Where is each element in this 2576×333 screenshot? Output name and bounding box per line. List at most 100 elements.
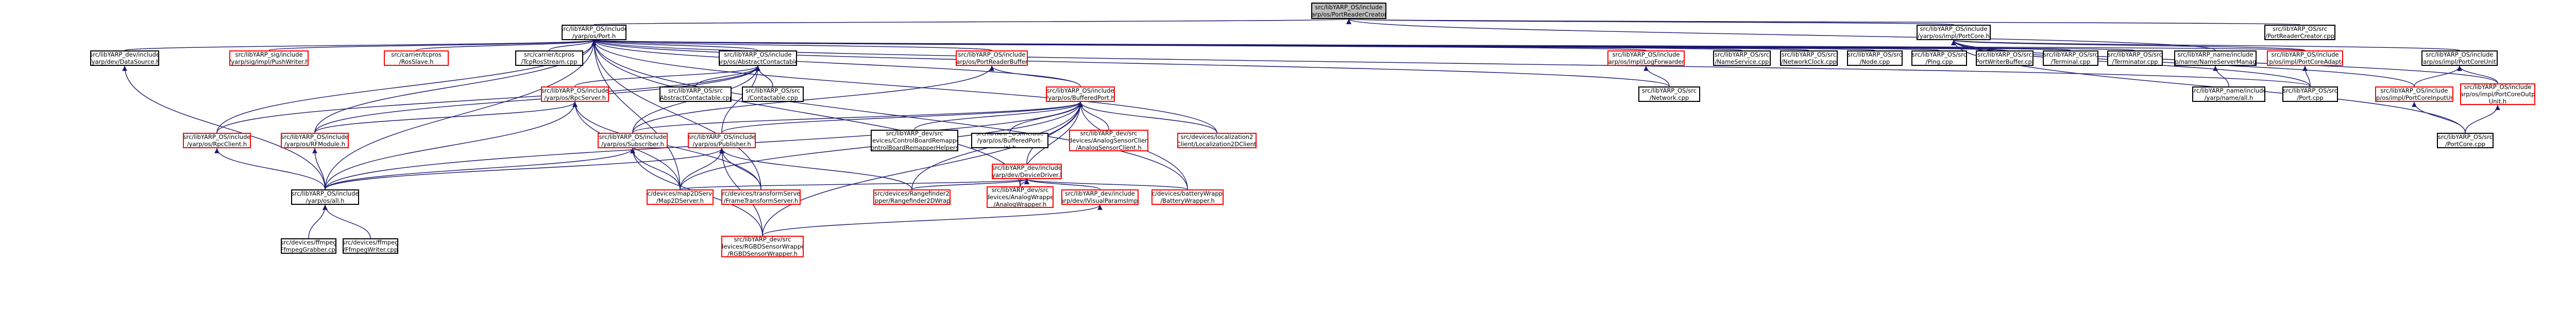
node-portcore-cpp[interactable]: src/libYARP_OS/src /PortCore.cpp xyxy=(2437,133,2494,148)
edge-rpcserver-h-rfmodule-h xyxy=(314,101,578,133)
node-portwriterbuffer-cpp[interactable]: src/libYARP_OS/src /PortWriterBuffer.cpp xyxy=(1976,50,2033,66)
edge-publisher-h-map2dserver-h xyxy=(680,148,724,190)
node-publisher-h[interactable]: src/libYARP_OS/include /yarp/os/Publishe… xyxy=(688,133,756,148)
node-bufferedport-h[interactable]: src/libYARP_OS/include /yarp/os/Buffered… xyxy=(1046,86,1115,102)
edge-portcoreunit-h-portcoreoutputunit-h xyxy=(2457,65,2498,84)
edge-bufferedport-h-subscriber-h xyxy=(632,101,1083,133)
edge-portcoreoutputunit-h-portcore-cpp xyxy=(2465,104,2500,133)
node-subscriber-h[interactable]: src/libYARP_OS/include /yarp/os/Subscrib… xyxy=(598,133,668,148)
node-port-h[interactable]: src/libYARP_OS/include /yarp/os/Port.h xyxy=(562,25,626,40)
edge-abstractcontactable-h-publisher-h xyxy=(721,65,760,133)
node-frametransformserver-h[interactable]: src/devices/transformServer /FrameTransf… xyxy=(721,189,801,205)
edge-bufferedport-h-localization2dclient-h xyxy=(1078,101,1217,133)
edge-subscriber-h-os-all-h xyxy=(325,148,635,190)
edge-port-h-localization2dclient-h xyxy=(591,40,1217,133)
node-portreadercreator-cpp[interactable]: src/libYARP_OS/src /PortReaderCreator.cp… xyxy=(2264,25,2335,40)
edge-port-h-batterywrapper-h xyxy=(591,40,1188,190)
node-rpcserver-h[interactable]: src/libYARP_OS/include /yarp/os/RpcServe… xyxy=(541,86,609,102)
edge-port-h-bufferedport-h xyxy=(591,40,1081,87)
node-portcore-h[interactable]: src/libYARP_OS/include /yarp/os/impl/Por… xyxy=(1917,25,1991,40)
edge-port-h-analogwrapper-h xyxy=(591,40,1021,187)
node-tcprosstream-cpp[interactable]: src/carrier/tcpros /TcpRosStream.cpp xyxy=(515,50,583,66)
edge-publisher-h-os-all-h xyxy=(325,148,724,190)
edge-ivisualparamsimpl-h-rgbdsensorwrapper-h xyxy=(762,204,1103,236)
edge-rpcclient-h-os-all-h xyxy=(214,148,326,190)
edge-subscriber-h-map2dserver-h xyxy=(630,148,681,190)
edge-port-h-abstractcontactable-h xyxy=(591,40,758,51)
node-nameservermanager-h[interactable]: src/libYARP_name/include /yarp/name/Name… xyxy=(2174,50,2257,66)
edge-portcoreinputunit-h-portcore-cpp xyxy=(2412,101,2466,133)
edge-portreaderbuffer-h-bufferedport-h xyxy=(989,65,1081,87)
node-localization2dclient-h[interactable]: src/devices/localization2 DClient/Locali… xyxy=(1177,133,1257,148)
node-rangefinder2dwrapper-h[interactable]: src/devices/Rangefinder2 DWrapper/Rangef… xyxy=(873,189,951,205)
node-batterywrapper-h[interactable]: src/devices/batteryWrapper /BatteryWrapp… xyxy=(1151,189,1224,205)
node-analogwrapper-h[interactable]: src/libYARP_dev/src /devices/AnalogWrapp… xyxy=(987,186,1054,208)
node-rpcclient-h[interactable]: src/libYARP_OS/include /yarp/os/RpcClien… xyxy=(183,133,251,148)
node-controlboardremapper-h[interactable]: src/libYARP_dev/src /devices/ControlBoar… xyxy=(871,130,958,151)
node-map2dserver-h[interactable]: src/devices/map2DServer /Map2DServer.h xyxy=(647,189,714,205)
node-portreadercreator-h[interactable]: src/libYARP_OS/include /yarp/os/PortRead… xyxy=(1311,3,1386,19)
node-port-cpp[interactable]: src/libYARP_OS/src /Port.cpp xyxy=(2282,86,2338,102)
edge-logforwarder-h-network-cpp xyxy=(1643,65,1670,87)
edge-port-h-rosslave-h xyxy=(416,40,597,51)
edge-bufferedport-h-controlboardremapper-h xyxy=(914,101,1083,130)
edge-abstractcontactable-h-rfmodule-h xyxy=(314,65,760,133)
node-os-all-h[interactable]: src/libYARP_OS/include /yarp/os/all.h xyxy=(291,189,359,205)
node-terminal-cpp[interactable]: src/libYARP_OS/src /Terminal.cpp xyxy=(2043,50,2098,66)
node-ffmpeggrabber-cpp[interactable]: src/devices/ffmpeg /FfmpegGrabber.cpp xyxy=(281,238,336,254)
node-rgbdsensorwrapper-h[interactable]: src/libYARP_dev/src /devices/RGBDSensorW… xyxy=(721,236,804,257)
edge-devicedriver-h-rangefinder2dwrapper-h xyxy=(911,179,1029,190)
edge-portcore-h-portcoreadapter-h xyxy=(1951,40,2306,51)
node-nameservice-cpp[interactable]: src/libYARP_OS/src /NameService.cpp xyxy=(1713,50,1771,66)
edge-publisher-h-rangefinder2dwrapper-h xyxy=(719,148,912,190)
edge-abstractcontactable-h-rpcserver-h xyxy=(574,65,760,87)
node-analogsensorclient-h[interactable]: src/libYARP_dev/src /devices/AnalogSenso… xyxy=(1069,130,1148,151)
edge-port-h-pushwriter-h xyxy=(268,40,597,51)
edge-portreadercreator-h-portreadercreator-cpp xyxy=(1348,19,2300,25)
edge-port-h-portcoreadapter-h xyxy=(593,40,2306,51)
node-ivisualparamsimpl-h[interactable]: src/libYARP_dev/include /yarp/dev/IVisua… xyxy=(1061,189,1139,205)
edge-bufferedport-h-rgbdsensorwrapper-h xyxy=(762,101,1083,236)
edge-devicedriver-h-batterywrapper-h xyxy=(1024,179,1188,190)
edge-portreaderbuffer-h-subscriber-h xyxy=(632,65,994,133)
edge-port-h-network-cpp xyxy=(591,40,1670,87)
node-logforwarder-h[interactable]: src/libYARP_OS/include /yarp/os/impl/Log… xyxy=(1607,50,1685,66)
node-portcoreinputunit-h[interactable]: src/libYARP_OS/include /yarp/os/impl/Por… xyxy=(2375,86,2453,102)
edge-rpcserver-h-frametransformserver-h xyxy=(572,101,761,190)
node-rfmodule-h[interactable]: src/libYARP_OS/include /yarp/os/RFModule… xyxy=(281,133,349,148)
node-portcoreadapter-h[interactable]: src/libYARP_OS/include /yarp/os/impl/Por… xyxy=(2267,50,2343,66)
node-ping-cpp[interactable]: src/libYARP_OS/src /Ping.cpp xyxy=(1911,50,1967,66)
edge-datasource-h-os-all-h xyxy=(122,65,326,190)
edge-rpcserver-h-os-all-h xyxy=(325,101,578,190)
edge-portcore-h-portcoreunit-h xyxy=(1952,40,2460,51)
edge-abstractcontactable-h-rpcclient-h xyxy=(216,65,760,133)
node-terminator-cpp[interactable]: src/libYARP_OS/src /Terminator.cpp xyxy=(2107,50,2163,66)
node-node-cpp[interactable]: src/libYARP_OS/src /Node.cpp xyxy=(1847,50,1903,66)
edge-publisher-h-frametransformserver-h xyxy=(719,148,761,190)
node-datasource-h[interactable]: src/libYARP_dev/include /yarp/dev/DataSo… xyxy=(90,50,159,66)
node-bufferedport-inl-h[interactable]: src/libYARP_OS/include /yarp/os/Buffered… xyxy=(971,133,1048,148)
edge-devicedriver-h-map2dserver-h xyxy=(680,179,1029,190)
node-name-all-h[interactable]: src/libYARP_name/include /yarp/name/all.… xyxy=(2192,86,2265,102)
node-devicedriver-h[interactable]: src/libYARP_dev/include /yarp/dev/Device… xyxy=(992,164,1062,179)
edge-devicedriver-h-ivisualparamsimpl-h xyxy=(1024,179,1100,190)
node-pushwriter-h[interactable]: src/libYARP_sig/include /yarp/sig/impl/P… xyxy=(229,50,309,66)
node-portcoreoutputunit-h[interactable]: src/libYARP_OS/include /yarp/os/impl/Por… xyxy=(2460,83,2535,105)
edge-nameservermanager-h-name-all-h xyxy=(2213,65,2229,87)
node-abstractcontactable-h[interactable]: src/libYARP_OS/include /yarp/os/Abstract… xyxy=(719,50,797,66)
node-rosslave-h[interactable]: src/carrier/tcpros /RosSlave.h xyxy=(384,50,449,66)
edge-portreadercreator-h-nameservermanager-h xyxy=(1346,19,2216,51)
node-portcoreunit-h[interactable]: src/libYARP_OS/include /yarp/os/impl/Por… xyxy=(2421,50,2498,66)
node-networkclock-cpp[interactable]: src/libYARP_OS/src /NetworkClock.cpp xyxy=(1780,50,1838,66)
edge-port-h-port-cpp xyxy=(591,40,2311,87)
node-portreaderbuffer-h[interactable]: src/libYARP_OS/include /yarp/os/PortRead… xyxy=(956,50,1028,66)
node-ffmpegwriter-cpp[interactable]: src/devices/ffmpeg /FfmpegWriter.cpp xyxy=(343,238,398,254)
node-abstractcontactable-cpp[interactable]: src/libYARP_OS/src /AbstractContactable.… xyxy=(659,86,732,102)
node-network-cpp[interactable]: src/libYARP_OS/src /Network.cpp xyxy=(1638,86,1700,102)
node-contactable-cpp[interactable]: src/libYARP_OS/src /Contactable.cpp xyxy=(742,86,804,102)
edge-os-all-h-ffmpegwriter-cpp xyxy=(323,204,371,239)
edge-bufferedport-h-publisher-h xyxy=(721,101,1083,133)
edge-portcoreadapter-h-port-cpp xyxy=(2302,65,2311,87)
